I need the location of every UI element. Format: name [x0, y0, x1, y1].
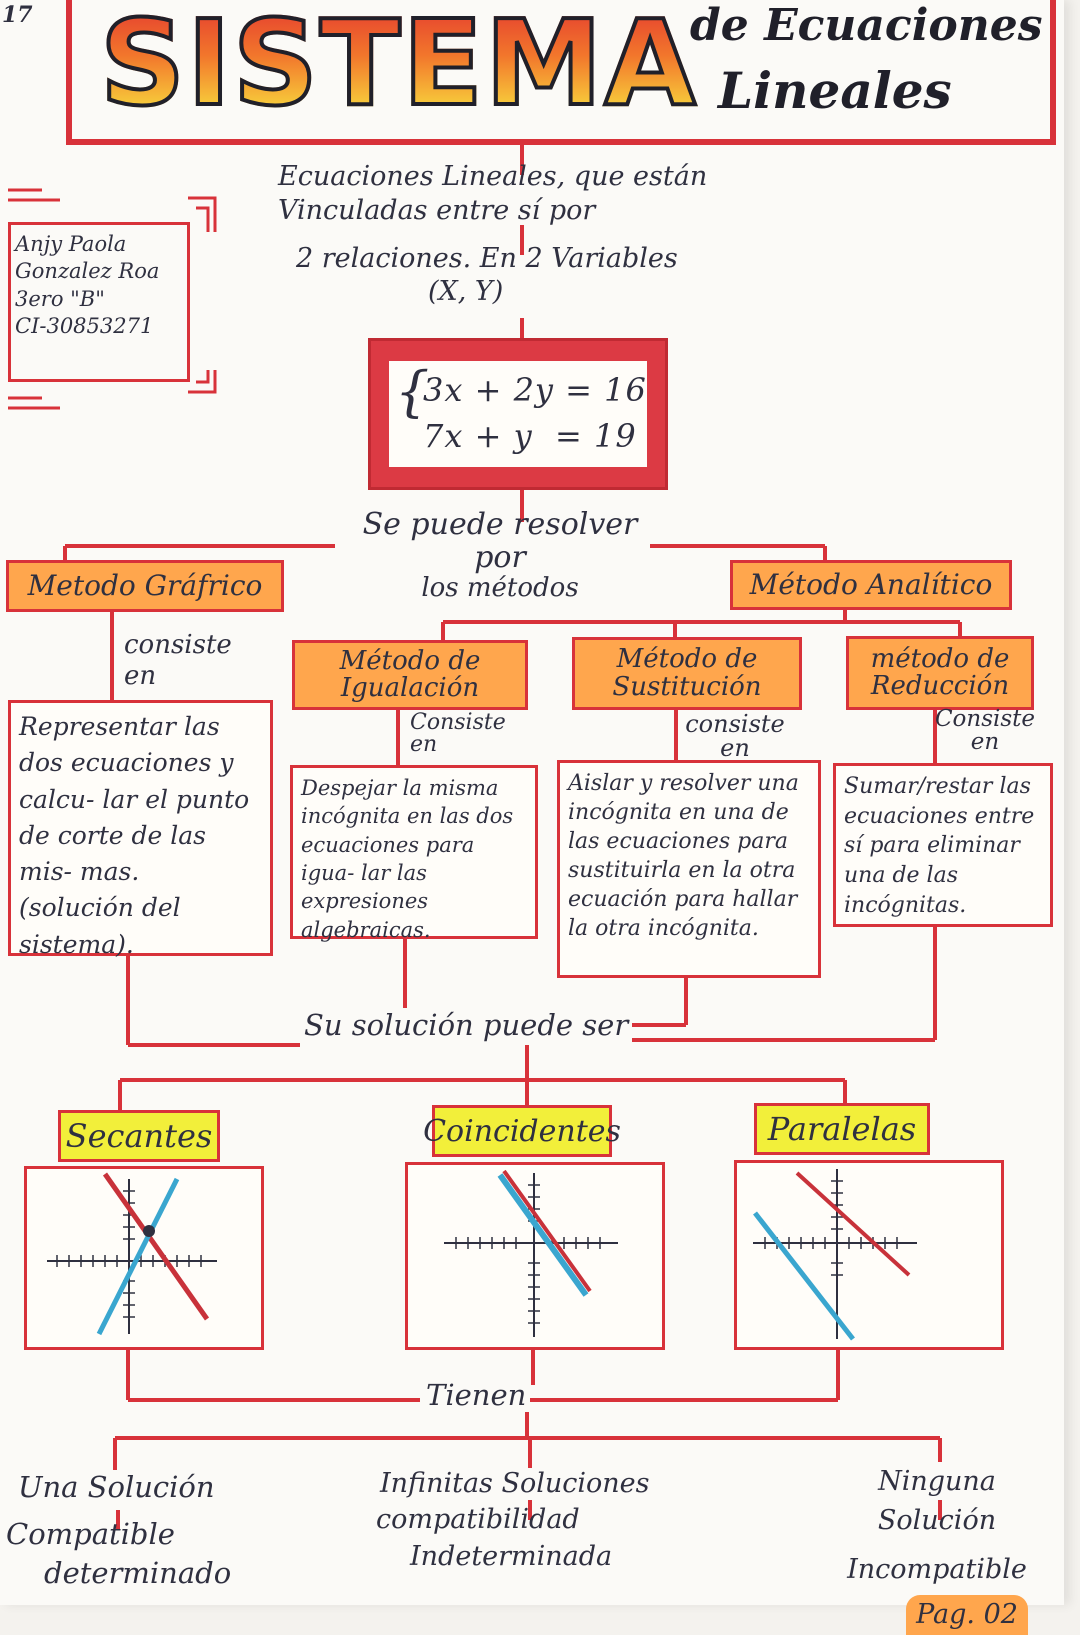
system-box: { 3x + 2y = 16 7x + y = 19	[368, 338, 668, 490]
title-sub-line2: Lineales	[718, 61, 952, 120]
definition-text: Ecuaciones Lineales, que están Vinculada…	[278, 160, 707, 309]
sustitucion-title-1: Método de	[616, 644, 758, 675]
outcome-infinite-line-1: Infinitas Soluciones	[380, 1468, 650, 1499]
definition-line-4: (X, Y)	[428, 276, 504, 308]
page-number: Pag. 02	[906, 1595, 1028, 1635]
reduccion-desc: Sumar/restar las ecuaciones entre sí par…	[833, 763, 1053, 927]
sustitucion-title-2: Sustitución	[612, 671, 762, 702]
outcome-one-line-3: determinado	[44, 1556, 232, 1591]
coincidentes-label: Coincidentes	[423, 1105, 621, 1157]
graph-secantes	[24, 1166, 264, 1350]
reduccion-consists: Consiste en	[934, 706, 1036, 755]
outcome-one-line-2: Compatible	[6, 1517, 175, 1552]
have-text: Tienen	[422, 1378, 531, 1412]
equation-2: 7x + y = 19	[423, 417, 637, 455]
solve-by-text: Se puede resolver por los métodos	[340, 508, 660, 603]
reduccion-title-1: método de	[870, 643, 1010, 674]
igualacion-title-1: Método de	[339, 645, 481, 676]
outcome-one: Una Solución Compatible determinado	[6, 1468, 232, 1593]
paralelas-plot	[753, 1169, 917, 1341]
igualacion-title-2: Igualación	[340, 673, 480, 703]
definition-line-1: Ecuaciones Lineales, que están	[278, 161, 708, 192]
grafico-consists: consiste en	[124, 630, 232, 692]
outcome-none-line-2: Incompatible	[847, 1554, 1027, 1586]
paralelas-label: Paralelas	[754, 1103, 930, 1155]
sustitucion-consists: consiste en	[685, 710, 785, 762]
method-igualacion-box: Método de Igualación	[292, 640, 528, 710]
outcome-none-line-1: Ninguna Solución	[877, 1466, 997, 1537]
solution-can-be-text: Su solución puede ser	[300, 1008, 633, 1042]
author-line-1: Anjy Paola	[15, 232, 127, 256]
graph-coincidentes	[405, 1162, 665, 1350]
equation-1: 3x + 2y = 16	[423, 371, 647, 409]
igualacion-consists: Consiste en	[410, 710, 506, 757]
author-line-2: Gonzalez Roa	[15, 259, 160, 284]
solve-by-line-2: los métodos	[421, 573, 579, 603]
author-line-4: CI-30853271	[15, 313, 154, 338]
definition-line-2: Vinculadas entre sí por	[278, 194, 596, 226]
method-grafico-box: Metodo Gráfrico	[6, 560, 284, 612]
igualacion-desc: Despejar la misma incógnita en las dos e…	[290, 765, 538, 942]
outcome-infinite-line-2: compatibilidad	[376, 1504, 580, 1536]
title-main: SISTEMA	[98, 0, 698, 134]
secantes-label: Secantes	[58, 1110, 220, 1162]
grafico-desc: Representar las dos ecuaciones y calcu- …	[8, 700, 273, 959]
outcome-one-line-1: Una Solución	[18, 1470, 215, 1504]
method-sustitucion-box: Método de Sustitución	[572, 637, 802, 710]
author-line-3: 3ero "B"	[15, 286, 105, 311]
outcome-infinite: Infinitas Soluciones compatibilidad Inde…	[376, 1466, 650, 1575]
title-sub-line1: de Ecuaciones	[690, 0, 1043, 51]
reduccion-title-2: Reducción	[870, 671, 1010, 701]
corner-mark: 17	[2, 2, 33, 28]
method-analitico-box: Método Analítico	[730, 560, 1012, 610]
coincidentes-plot	[444, 1169, 618, 1337]
method-reduccion-box: método de Reducción	[846, 636, 1034, 710]
outcome-infinite-line-3: Indeterminada	[410, 1540, 613, 1572]
graph-paralelas	[734, 1160, 1004, 1350]
outcome-none: Ninguna Solución Incompatible Pag. 02	[822, 1462, 1052, 1635]
author-box: Anjy Paola Gonzalez Roa 3ero "B" CI-3085…	[8, 222, 190, 382]
definition-line-3: 2 relaciones. En 2 Variables	[296, 242, 678, 274]
secantes-plot	[47, 1172, 217, 1336]
title-banner	[66, 0, 1056, 145]
sustitucion-desc: Aislar y resolver una incógnita en una d…	[557, 760, 821, 978]
solve-by-line-1: Se puede resolver por	[362, 507, 638, 575]
